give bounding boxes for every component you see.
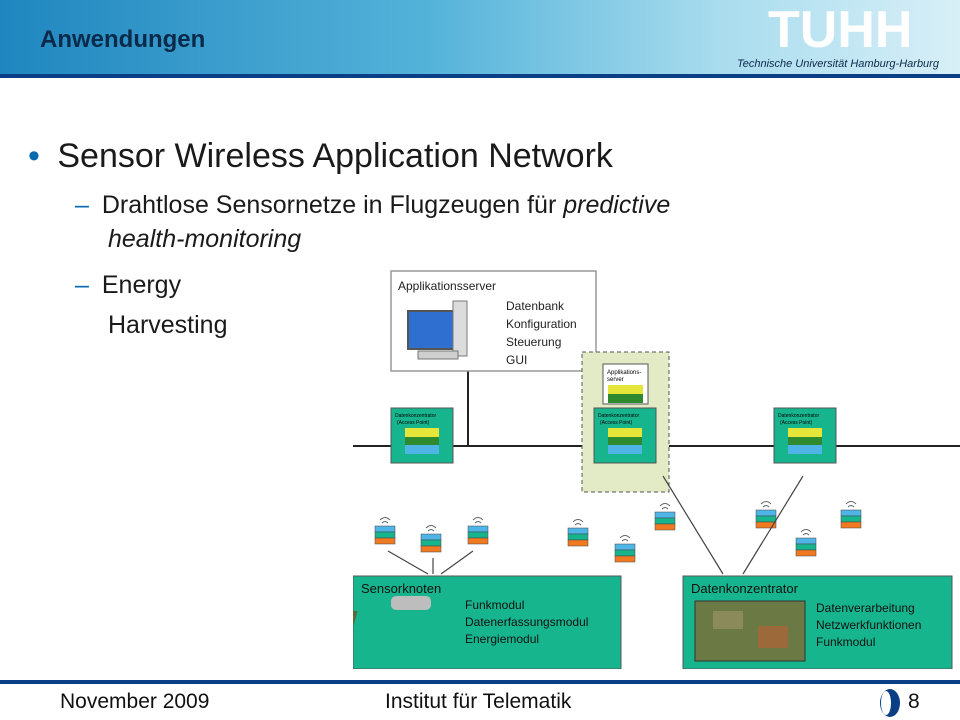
wireless-signal-icon <box>800 529 812 536</box>
header-bar <box>0 0 960 76</box>
wireless-signal-icon <box>619 535 631 542</box>
sensor-node-panel: Sensorknoten Funkmodul Datenerfassungsmo… <box>353 575 622 669</box>
concentrator-label: (Access Point) <box>397 420 430 426</box>
wireless-signal-icon <box>425 525 437 532</box>
tuhh-logo-subtitle: Technische Universität Hamburg-Harburg <box>737 58 939 70</box>
sensor-node <box>795 529 817 557</box>
sensor-node <box>467 517 489 545</box>
concentrator-board-icon <box>694 600 806 662</box>
page-number: 8 <box>908 690 920 713</box>
server-item: Steuerung <box>506 335 561 349</box>
wireless-signal-icon <box>659 503 671 510</box>
footer-divider <box>0 680 960 684</box>
server-item: GUI <box>506 353 527 367</box>
concentrator-middle: Datenkonzentrator (Access Point) <box>593 407 657 464</box>
sensor-item: Funkmodul <box>465 598 524 612</box>
computer-icon <box>407 300 468 360</box>
sub-bullet-1-line2: health-monitoring <box>108 224 301 255</box>
concentrator-label: (Access Point) <box>780 420 813 426</box>
footer-date: November 2009 <box>60 690 210 713</box>
wireless-signal-icon <box>845 501 857 508</box>
bullet-main: • Sensor Wireless Application Network <box>28 137 613 176</box>
sensor-nodes <box>374 501 862 563</box>
arrows <box>387 475 804 575</box>
header-divider <box>0 74 960 78</box>
bullet-dot-icon: • <box>28 137 40 175</box>
sensor-node <box>755 501 777 529</box>
concentrator-panel: Datenkonzentrator Datenverarbeitung Netz… <box>682 575 953 669</box>
sub-bullet-1: – Drahtlose Sensornetze in Flugzeugen fü… <box>75 190 670 221</box>
sensor-node <box>567 519 589 547</box>
concentrator-left: Datenkonzentrator (Access Point) <box>390 407 454 464</box>
sensor-node <box>374 517 396 545</box>
sensor-board-icon <box>353 596 431 649</box>
sub1-italic-2: health-monitoring <box>108 225 302 253</box>
sensor-item: Datenerfassungsmodul <box>465 615 588 629</box>
concentrator-item: Netzwerkfunktionen <box>816 618 921 632</box>
section-title: Anwendungen <box>40 26 206 53</box>
sub1-text: Drahtlose Sensornetze in Flugzeugen für <box>101 191 564 219</box>
sub1-italic-1: predictive <box>563 191 671 219</box>
tuhh-logo: TUHH <box>768 1 913 59</box>
sub2-line1: Energy <box>101 271 182 299</box>
sub-bullet-2: – Energy <box>75 270 181 301</box>
sensor-item: Energiemodul <box>465 632 539 646</box>
concentrator-label: Datenkonzentrator <box>395 413 436 419</box>
server-item: Konfiguration <box>506 317 577 331</box>
sensor-node <box>420 525 442 553</box>
app-server-small-label: server <box>607 377 624 383</box>
sub-bullet-2-line2: Harvesting <box>108 311 228 339</box>
dash-icon: – <box>75 191 89 219</box>
dash-icon: – <box>75 271 89 299</box>
concentrator-label: (Access Point) <box>600 420 633 426</box>
wireless-signal-icon <box>379 517 391 524</box>
bullet-title: Sensor Wireless Application Network <box>57 137 613 175</box>
wireless-signal-icon <box>572 519 584 526</box>
wireless-signal-icon <box>472 517 484 524</box>
sensor-node <box>654 503 676 531</box>
server-box-title: Applikationsserver <box>398 279 496 293</box>
concentrator-item: Funkmodul <box>816 635 875 649</box>
sensor-node <box>840 501 862 529</box>
footer-institute: Institut für Telematik <box>385 690 572 713</box>
network-diagram: Applikationsserver Datenbank Konfigurati… <box>353 270 960 669</box>
application-server-box: Applikationsserver Datenbank Konfigurati… <box>390 270 597 372</box>
sensor-panel-title: Sensorknoten <box>361 581 441 596</box>
app-server-small: Applikations- server <box>602 363 649 405</box>
concentrator-panel-title: Datenkonzentrator <box>691 581 799 596</box>
server-item: Datenbank <box>506 299 565 313</box>
app-server-small-label: Applikations- <box>607 370 641 376</box>
concentrator-right: Datenkonzentrator (Access Point) <box>773 407 837 464</box>
sensor-node <box>614 535 636 563</box>
concentrator-label: Datenkonzentrator <box>778 413 819 419</box>
concentrator-item: Datenverarbeitung <box>816 601 915 615</box>
concentrator-label: Datenkonzentrator <box>598 413 639 419</box>
wireless-signal-icon <box>760 501 772 508</box>
institute-logo-icon <box>880 689 900 717</box>
